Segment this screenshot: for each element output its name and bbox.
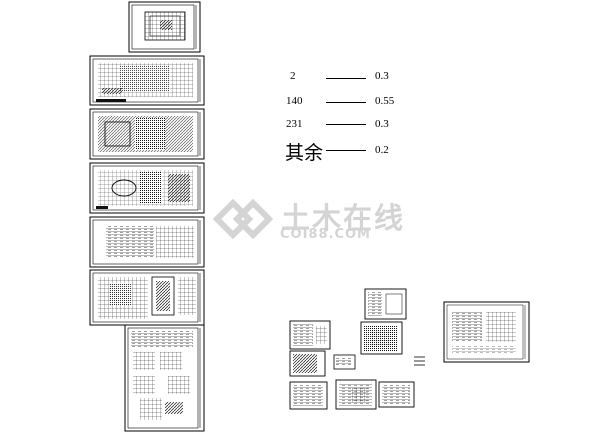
watermark-text-en: COI88.COM	[280, 227, 371, 242]
drawing-sheet-4	[89, 162, 205, 214]
drawing-sheet-small-2	[289, 320, 331, 350]
color-index-label: 140	[286, 95, 303, 107]
lineweight-value: 0.3	[375, 118, 389, 130]
lineweight-dash	[326, 150, 366, 151]
drawing-sheet-small-3	[360, 321, 403, 355]
drawing-sheet-3	[89, 108, 205, 160]
drawing-legend-marks	[414, 356, 425, 366]
drawing-sheet-7	[124, 324, 205, 432]
drawing-sheet-small-5	[289, 350, 326, 377]
watermark-logo-icon	[212, 198, 274, 240]
drawing-sheet-small-8	[335, 379, 377, 410]
drawing-sheet-small-6	[333, 354, 356, 370]
lineweight-value: 0.55	[375, 95, 395, 107]
lineweight-value: 0.3	[375, 70, 389, 82]
color-index-label: 231	[286, 118, 303, 130]
lineweight-value: 0.2	[375, 144, 389, 156]
drawing-sheet-small-1	[364, 288, 407, 320]
drawing-sheet-5	[89, 216, 205, 268]
color-index-label: 其余	[285, 142, 324, 164]
drawing-sheet-small-9	[378, 381, 415, 408]
color-index-label: 2	[290, 70, 296, 82]
watermark-text-cn: 土木在线	[281, 201, 406, 235]
lineweight-dash	[326, 124, 366, 125]
lineweight-dash	[326, 102, 366, 103]
drawing-sheet-small-4	[443, 301, 530, 363]
drawing-sheet-6	[89, 269, 205, 326]
drawing-sheet-2	[89, 55, 205, 106]
drawing-sheet-small-7	[289, 381, 328, 410]
lineweight-dash	[326, 78, 366, 79]
drawing-sheet-1	[128, 1, 201, 53]
